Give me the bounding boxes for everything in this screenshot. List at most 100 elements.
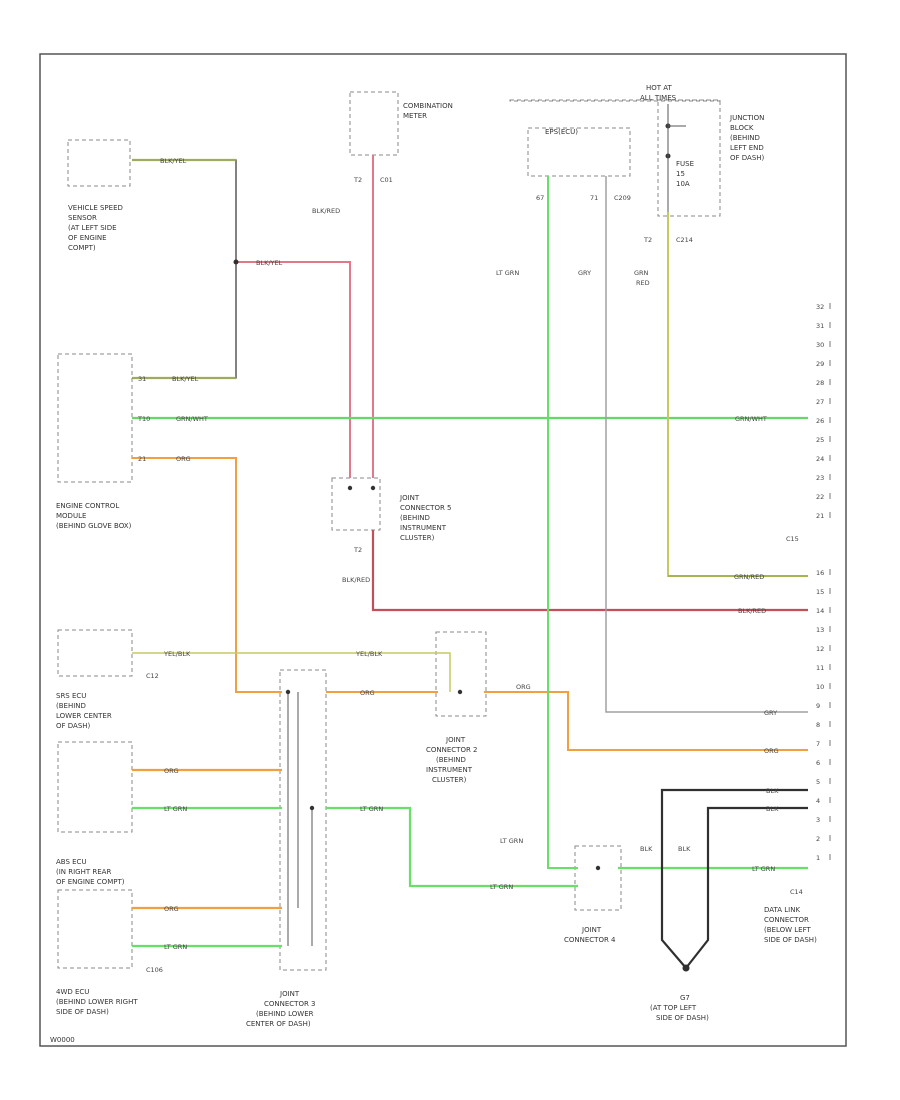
wl-blk-dlc-a: BLK (766, 787, 779, 795)
combination-meter-label-2: METER (403, 112, 427, 120)
jc5-dot-a (347, 485, 353, 491)
connector-c106: C106 (146, 966, 163, 974)
jc5-label-5: CLUSTER) (400, 534, 435, 542)
wl-blk-red-jc5: BLK/RED (342, 576, 370, 584)
wire-splice-to-meter (236, 261, 351, 478)
wl-red-jb: RED (636, 279, 650, 287)
dlc-pin-25: 25 (816, 436, 824, 444)
dlc-label-1: DATA LINK (764, 906, 800, 914)
dlc-pin-8: 8 (816, 721, 820, 729)
dlc-pin-12: 12 (816, 645, 824, 653)
connector-c14: C14 (790, 888, 803, 896)
wl-blk-ground-a: BLK (640, 845, 653, 853)
wl-org-ecm: ORG (176, 455, 191, 463)
jc2-label-4: INSTRUMENT (426, 766, 473, 774)
4wd-ecu: 4WD ECU (BEHIND LOWER RIGHT SIDE OF DASH… (56, 889, 138, 1016)
jc5-label-1: JOINT (399, 494, 420, 502)
wire-eps-gry (605, 176, 808, 713)
srs-label-4: OF DASH) (56, 722, 91, 730)
vss-label-2: SENSOR (68, 214, 97, 222)
dlc-label-2: CONNECTOR (764, 916, 809, 924)
jc5-dot-b (370, 485, 376, 491)
wl-grn-wht-ecm: GRN/WHT (176, 415, 208, 423)
engine-control-module: ENGINE CONTROL MODULE (BEHIND GLOVE BOX) (56, 353, 133, 530)
jc2-label-3: (BEHIND (436, 756, 466, 764)
vss-label-3: (AT LEFT SIDE (68, 224, 117, 232)
dlc-pin-10: 10 (816, 683, 824, 691)
dlc-pin-30: 30 (816, 341, 824, 349)
wire-jb-grn-red (667, 212, 808, 577)
dlc-pin-24: 24 (816, 455, 824, 463)
vss-label-5: COMPT) (68, 244, 96, 252)
wl-org-4wd: ORG (164, 905, 179, 913)
jc5-label-2: CONNECTOR 5 (400, 504, 452, 512)
connector-c209: C209 (614, 194, 631, 202)
wire-ground-blk-b (685, 806, 808, 969)
wl-blk-yel-ecm: BLK/YEL (172, 375, 199, 383)
wl-blk-yel-splice: BLK/YEL (256, 259, 283, 267)
wire-eps-lt-grn (547, 176, 578, 869)
4wd-label-1: 4WD ECU (56, 988, 89, 996)
ecm-label-1: ENGINE CONTROL (56, 502, 119, 510)
jc2-dot (457, 689, 463, 695)
joint-connector-5: JOINT CONNECTOR 5 (BEHIND INSTRUMENT CLU… (331, 477, 452, 542)
dlc-pin-28: 28 (816, 379, 824, 387)
joint-connector-2: JOINT CONNECTOR 2 (BEHIND INSTRUMENT CLU… (426, 631, 487, 784)
wl-lt-grn-4wd: LT GRN (164, 943, 187, 951)
ecm-label-3: (BEHIND GLOVE BOX) (56, 522, 132, 530)
wire-jc5-blk-red-dlc (371, 530, 808, 612)
srs-label-2: (BEHIND (56, 702, 86, 710)
srs-label-1: SRS ECU (56, 692, 86, 700)
jc5-label-4: INSTRUMENT (400, 524, 447, 532)
abs-label-2: (IN RIGHT REAR (56, 868, 111, 876)
pin-t2-jb: T2 (643, 236, 652, 244)
wl-lt-grn-eps: LT GRN (496, 269, 519, 277)
wl-grn-wht-dlc: GRN/WHT (735, 415, 767, 423)
dlc-pin-14: 14 (816, 607, 824, 615)
wl-lt-grn-dlc: LT GRN (752, 865, 775, 873)
dlc-pin-2: 2 (816, 835, 820, 843)
srs-label-3: LOWER CENTER (56, 712, 112, 720)
jc3-dot-b (309, 805, 315, 811)
wl-org-abs: ORG (164, 767, 179, 775)
dlc-pin-5: 5 (816, 778, 820, 786)
jc4-dot (595, 865, 601, 871)
eps-ecu-label: EPS(ECU) (545, 128, 578, 136)
junction-block: HOT AT ALL TIMES JUNCTION BLOCK (BEHIND … (509, 84, 765, 217)
wire-srs-yel-blk (132, 652, 451, 692)
dlc-pin-1: 1 (816, 854, 820, 862)
dlc-pin-column: 3231302928272625242322211615141312111098… (816, 303, 831, 862)
pin-71: 71 (590, 194, 598, 202)
connector-c01: C01 (380, 176, 393, 184)
wl-org-jc3: ORG (360, 689, 375, 697)
wl-lt-grn-jc3: LT GRN (360, 805, 383, 813)
hot-at-label-2: ALL TIMES (640, 94, 677, 102)
fuse-label-1: FUSE (676, 160, 694, 168)
wl-lt-grn-eps-lower: LT GRN (500, 837, 523, 845)
wl-org-dlc: ORG (764, 747, 779, 755)
connector-c214: C214 (676, 236, 693, 244)
joint-connector-3: JOINT CONNECTOR 3 (BEHIND LOWER CENTER O… (246, 669, 327, 1028)
joint-connector-4: JOINT CONNECTOR 4 (564, 845, 622, 944)
ecm-pin-21: 21 (138, 455, 146, 463)
abs-ecu: ABS ECU (IN RIGHT REAR OF ENGINE COMPT) (56, 741, 133, 886)
ecm-pin-t10: T10 (137, 415, 150, 423)
vss-label-1: VEHICLE SPEED (68, 204, 123, 212)
dlc-pin-21: 21 (816, 512, 824, 520)
junction-block-label-5: OF DASH) (730, 154, 765, 162)
jc3-label-1: JOINT (279, 990, 300, 998)
junction-block-label-2: BLOCK (730, 124, 754, 132)
wire-jc3-lt-grn-jc4 (326, 806, 578, 888)
eps-ecu: EPS(ECU) (527, 127, 631, 177)
vss-label-4: OF ENGINE (68, 234, 107, 242)
4wd-label-2: (BEHIND LOWER RIGHT (56, 998, 138, 1006)
pin-t2-meter: T2 (353, 176, 362, 184)
wire-jc2-org-dlc (484, 691, 808, 751)
wl-yel-blk-srs: YEL/BLK (163, 650, 191, 658)
wire-vss-blk-yel (132, 159, 237, 379)
dlc-pin-9: 9 (816, 702, 820, 710)
dlc-pin-22: 22 (816, 493, 824, 501)
diagram-frame (39, 53, 847, 1047)
dlc-pin-31: 31 (816, 322, 824, 330)
wl-lt-grn-jc4-in: LT GRN (490, 883, 513, 891)
